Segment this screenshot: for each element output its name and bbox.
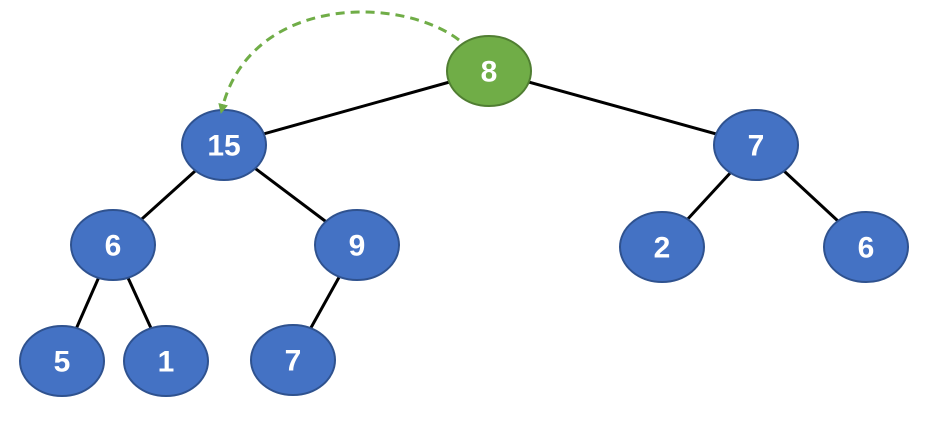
tree-node: 7 xyxy=(713,109,799,181)
node-value: 8 xyxy=(481,56,498,89)
node-circle xyxy=(123,325,209,397)
node-value: 7 xyxy=(748,130,765,163)
nodes-layer: 8 15 7 6 9 2 6 5 1 7 xyxy=(19,35,909,397)
node-circle xyxy=(250,324,336,396)
tree-edge xyxy=(488,69,757,147)
node-circle xyxy=(446,35,532,107)
tree-node: 6 xyxy=(70,209,156,281)
node-value: 2 xyxy=(654,232,671,265)
tree-node: 1 xyxy=(123,325,209,397)
swap-arrow xyxy=(218,10,460,114)
node-circle xyxy=(619,211,705,283)
tree-node: 5 xyxy=(19,325,105,397)
tree-node: 9 xyxy=(314,209,400,281)
node-value: 1 xyxy=(158,346,175,379)
node-value: 7 xyxy=(285,345,302,378)
node-value: 15 xyxy=(207,130,240,163)
tree-node-root: 8 xyxy=(446,35,532,107)
node-value: 6 xyxy=(858,232,875,265)
node-value: 6 xyxy=(105,230,122,263)
tree-node: 2 xyxy=(619,211,705,283)
node-circle xyxy=(823,211,909,283)
node-circle xyxy=(70,209,156,281)
tree-node: 15 xyxy=(181,109,267,181)
tree-edge xyxy=(223,69,490,147)
node-circle xyxy=(713,109,799,181)
node-value: 9 xyxy=(349,230,366,263)
node-circle xyxy=(314,209,400,281)
tree-node: 7 xyxy=(250,324,336,396)
node-circle xyxy=(19,325,105,397)
node-value: 5 xyxy=(54,346,71,379)
tree-node: 6 xyxy=(823,211,909,283)
